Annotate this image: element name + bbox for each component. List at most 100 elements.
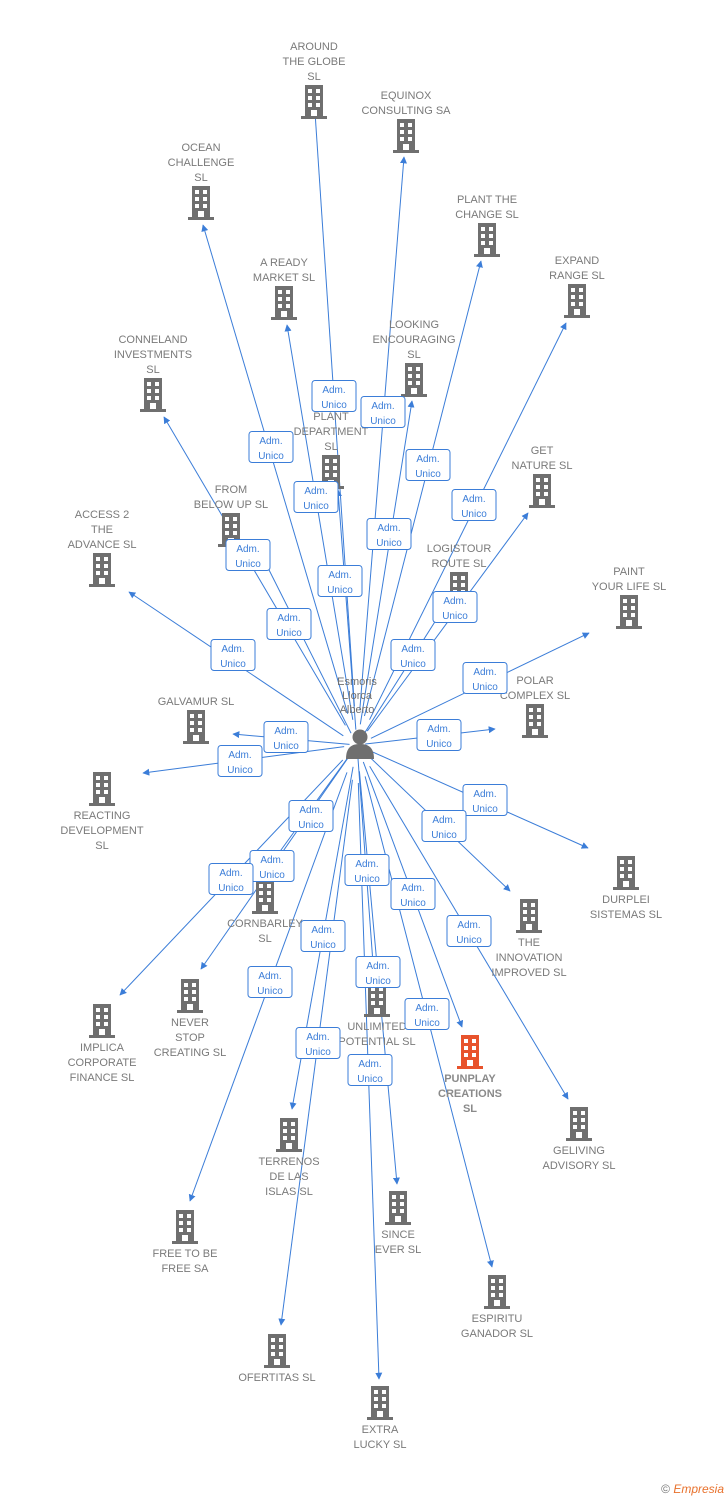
edge-label-box xyxy=(295,1027,341,1059)
edge-label-ocean-challenge: Adm.Unico xyxy=(248,431,294,463)
company-label-line: REACTING xyxy=(74,810,131,822)
company-label-line: CORNBARLEY xyxy=(227,918,303,930)
edge-department xyxy=(334,489,357,730)
edge-label-unlimited-potential: Adm.Unico xyxy=(344,854,390,886)
company-label-line: SISTEMAS SL xyxy=(590,909,662,921)
company-label-line: LOGISTOUR xyxy=(427,543,492,555)
company-label-line: CREATIONS xyxy=(438,1088,502,1100)
edge-label-text: Unico xyxy=(400,898,426,909)
edge-label-text: Adm. xyxy=(473,667,496,678)
edge-label-text: Unico xyxy=(456,935,482,946)
edge-label-text: Adm. xyxy=(432,815,455,826)
person-icon xyxy=(346,729,374,759)
edge-label-since-ever: Adm.Unico xyxy=(355,956,401,988)
building-icon xyxy=(172,1210,198,1244)
edge-label-text: Unico xyxy=(365,976,391,987)
company-node-ofertitas[interactable]: OFERTITAS SL xyxy=(238,1334,316,1384)
company-label-line: FINANCE SL xyxy=(70,1072,135,1084)
brand-logo[interactable]: Empresia xyxy=(673,1482,724,1496)
edge-label-text: Adm. xyxy=(258,971,281,982)
company-label-line: POTENTIAL SL xyxy=(338,1036,415,1048)
company-label-line: GALVAMUR SL xyxy=(158,696,235,708)
building-icon xyxy=(616,595,642,629)
edge-label-box xyxy=(208,863,254,895)
edge-label-box xyxy=(210,639,256,671)
company-label-line: FROM xyxy=(215,484,247,496)
edge-label-access-2-the-advance: Adm.Unico xyxy=(210,639,256,671)
building-icon xyxy=(301,85,327,119)
building-icon xyxy=(364,983,390,1017)
building-icon xyxy=(183,710,209,744)
edge-label-text: Adm. xyxy=(358,1059,381,1070)
edge-label-box xyxy=(317,565,363,597)
edge-label-free-to-be-free: Adm.Unico xyxy=(247,966,293,998)
company-label-line: ADVANCE SL xyxy=(68,539,137,551)
edge-label-box xyxy=(446,915,492,947)
edge-label-text: Unico xyxy=(310,940,336,951)
company-label-line: CHALLENGE xyxy=(168,157,235,169)
company-label-line: PLANT THE xyxy=(457,194,517,206)
company-label-line: SL xyxy=(194,172,207,184)
edge-label-box xyxy=(366,518,412,550)
building-icon xyxy=(89,553,115,587)
edge-label-never-stop-creating: Adm.Unico xyxy=(249,850,295,882)
person-node[interactable]: Esmoris Llorca Alberto xyxy=(337,676,377,759)
building-icon xyxy=(484,1275,510,1309)
edge-label-text: Unico xyxy=(472,804,498,815)
building-icon xyxy=(271,286,297,320)
edge-label-from-below-up: Adm.Unico xyxy=(266,608,312,640)
edge-label-text: Unico xyxy=(220,659,246,670)
company-node-galvamur[interactable]: GALVAMUR SL xyxy=(158,696,235,744)
edge-label-text: Adm. xyxy=(377,523,400,534)
copyright-symbol: © xyxy=(661,1482,670,1496)
edge-label-text: Unico xyxy=(461,509,487,520)
edge-label-the-innovation-improved: Adm.Unico xyxy=(421,810,467,842)
company-label-line: IMPLICA xyxy=(80,1042,125,1054)
edge-label-ofertitas: Adm.Unico xyxy=(295,1027,341,1059)
edge-label-text: Adm. xyxy=(260,855,283,866)
company-label-line: NEVER xyxy=(171,1017,209,1029)
edge-from-below-up xyxy=(257,547,352,734)
building-icon xyxy=(89,772,115,806)
building-icon xyxy=(140,378,166,412)
edge-label-box xyxy=(432,591,478,623)
building-icon xyxy=(529,474,555,508)
company-label-line: THE GLOBE xyxy=(283,56,346,68)
company-label-line: TERRENOS xyxy=(258,1156,319,1168)
building-icon xyxy=(564,284,590,318)
company-label-line: ESPIRITU xyxy=(472,1313,523,1325)
edge-label-box xyxy=(217,745,263,777)
edge-label-a-ready-market: Adm.Unico xyxy=(293,481,339,513)
edge-label-expand-range: Adm.Unico xyxy=(451,489,497,521)
edge-label-text: Unico xyxy=(370,416,396,427)
